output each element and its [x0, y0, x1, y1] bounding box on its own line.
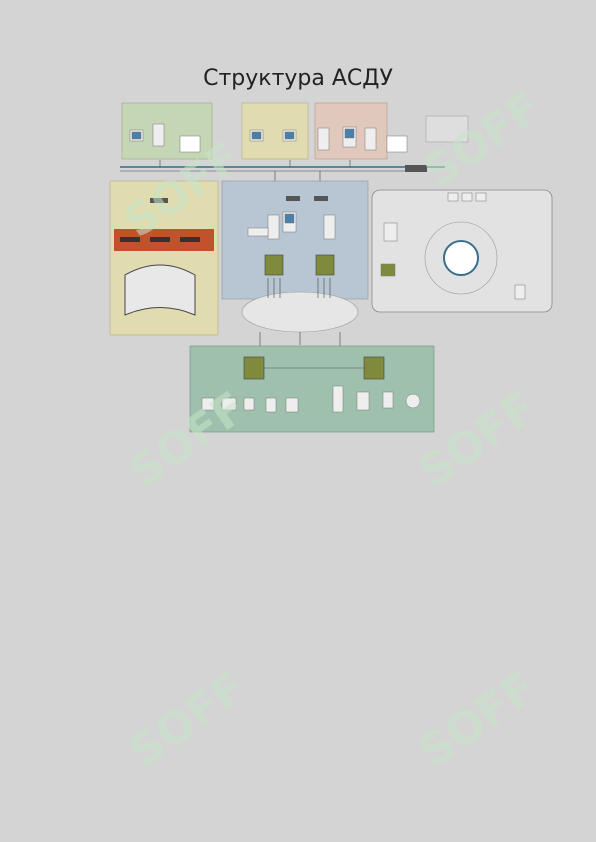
svg-text:SOFF: SOFF — [410, 662, 545, 770]
watermark-top-right: SOFF — [415, 82, 550, 190]
panel-field-level — [189, 345, 435, 433]
svg-text:SOFF: SOFF — [120, 662, 255, 770]
watermark-bottom-right: SOFF — [410, 662, 545, 770]
panel-external-note — [425, 115, 469, 143]
svg-text:SOFF: SOFF — [115, 132, 250, 240]
controller-unit-2 — [315, 254, 335, 276]
svg-text:SOFF: SOFF — [120, 382, 255, 490]
svg-text:SOFF: SOFF — [410, 382, 545, 490]
workstation-icons — [129, 123, 408, 153]
controller-unit-1 — [264, 254, 284, 276]
watermark-mid-left: SOFF — [120, 382, 255, 490]
watermark-mid-right: SOFF — [410, 382, 545, 490]
watermark-bottom-left: SOFF — [120, 662, 255, 770]
wan-cloud — [241, 291, 359, 333]
central-hub — [443, 240, 479, 276]
svg-text:SOFF: SOFF — [415, 82, 550, 190]
document-title: Структура АСДУ — [203, 66, 393, 91]
router-icon — [405, 165, 427, 172]
video-wall-screen — [124, 264, 196, 316]
watermark-top-left: SOFF — [115, 132, 250, 240]
